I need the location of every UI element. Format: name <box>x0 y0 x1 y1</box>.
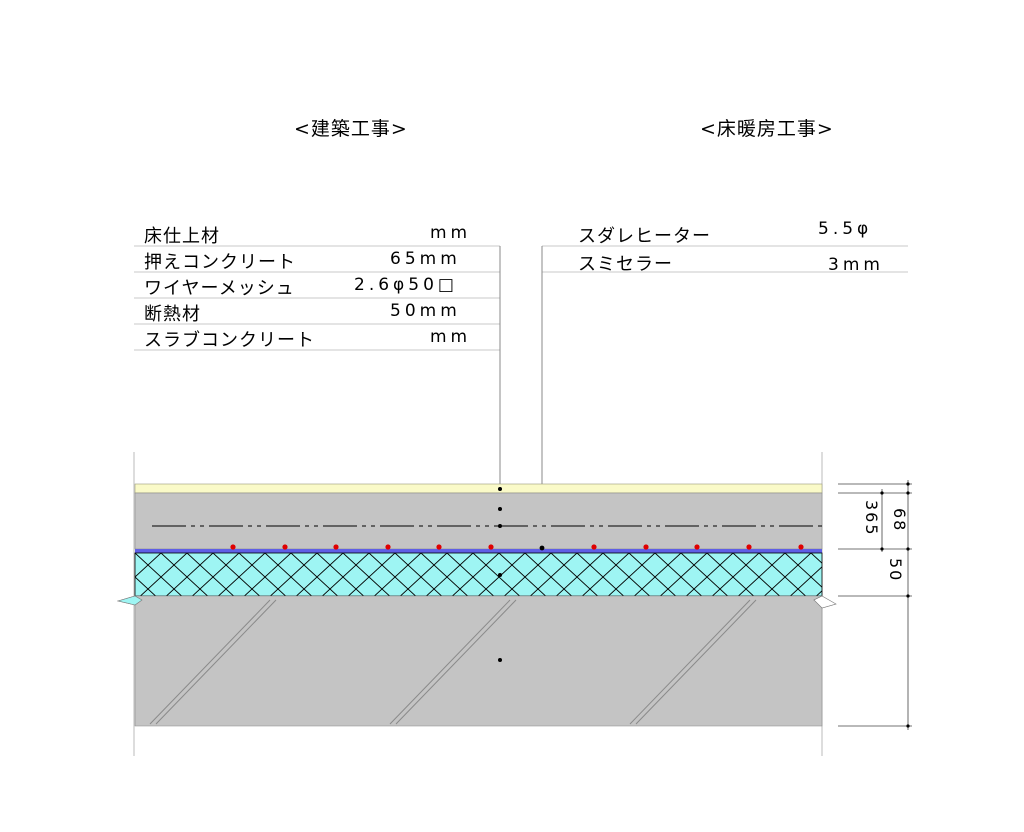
spec-table-lines <box>134 245 908 351</box>
slab-break-left <box>116 595 143 606</box>
architecture-heading: <建築工事> <box>294 118 408 140</box>
heater-dots <box>230 544 804 550</box>
insulation-hatch <box>134 552 823 597</box>
spec-value: 65mm <box>390 249 461 269</box>
floor-finish-layer <box>134 483 823 494</box>
slab-concrete-layer <box>116 595 837 727</box>
spec-label: 断熱材 <box>144 304 201 325</box>
dimension-outer: 68 <box>890 508 909 532</box>
dimension-ticks <box>880 482 910 728</box>
spec-label: ワイヤーメッシュ <box>144 278 295 299</box>
spec-value: mm <box>430 223 472 243</box>
dimension-middle: 365 <box>862 500 881 537</box>
spec-label: 床仕上材 <box>144 226 220 247</box>
sumiceller-layer <box>135 549 822 553</box>
spec-value: 3mm <box>828 255 884 275</box>
spec-label: スダレヒーター <box>578 226 711 247</box>
slab-hatch <box>149 599 757 725</box>
spec-label: 押えコンクリート <box>144 252 296 273</box>
spec-value: 2.6φ50□ <box>354 275 458 295</box>
floor-heating-heading: <床暖房工事> <box>700 118 834 140</box>
topping-concrete-layer <box>134 492 823 550</box>
spec-value: mm <box>430 327 472 347</box>
spec-label: スミセラー <box>578 254 673 275</box>
spec-value: 50mm <box>390 301 461 321</box>
leader-dots <box>498 487 545 662</box>
spec-value: 5.5φ <box>818 219 873 239</box>
dimension-lines <box>838 480 912 730</box>
dimension-insulation: 50 <box>886 558 905 582</box>
spec-label: スラブコンクリート <box>144 330 315 351</box>
slab-break-right <box>813 595 837 609</box>
